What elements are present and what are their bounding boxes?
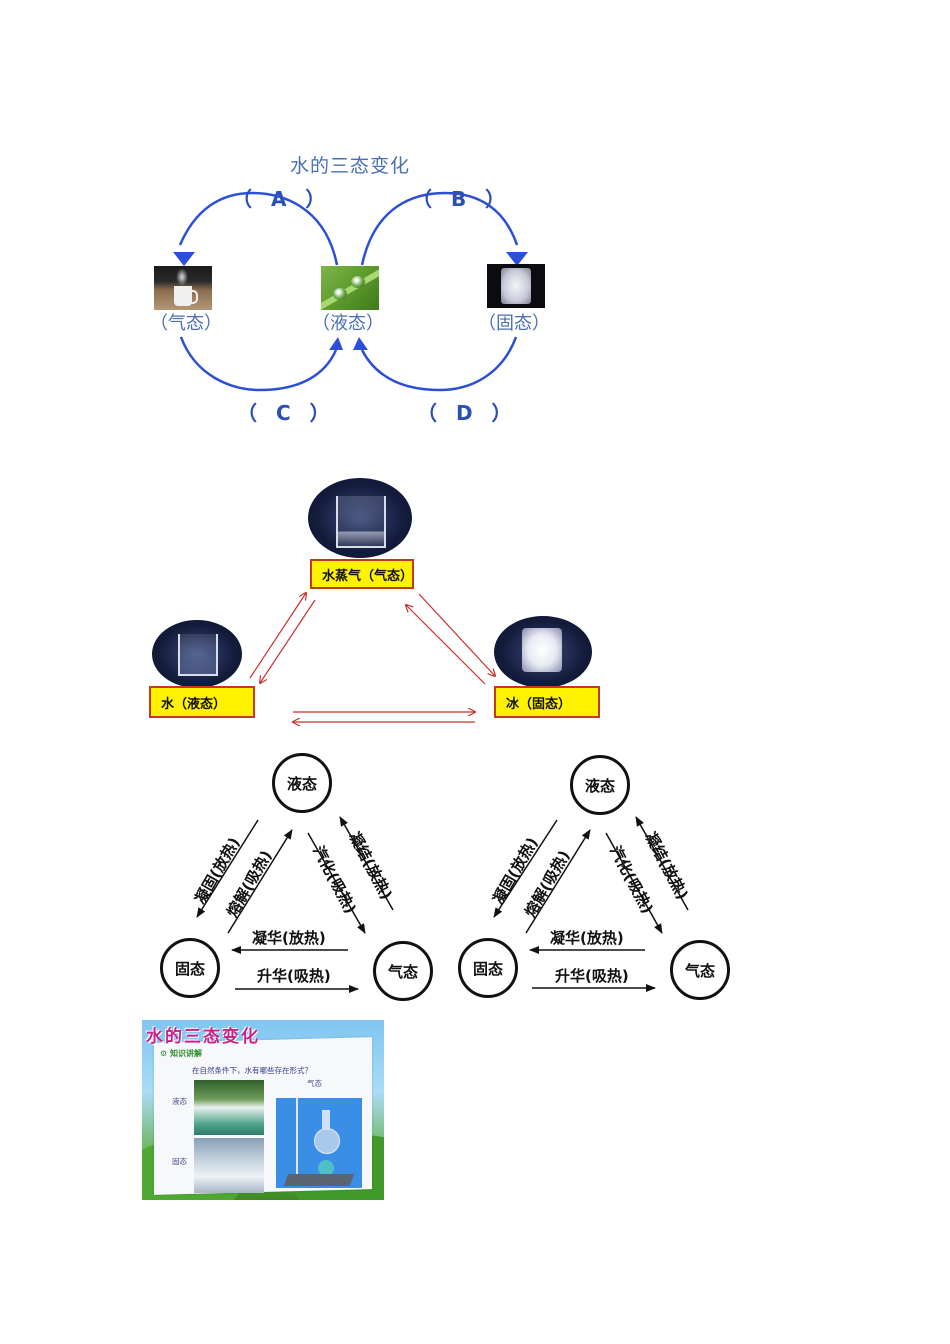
label-deposition: 凝华(放热) — [252, 929, 326, 947]
state-liquid-label: （液态） — [312, 313, 384, 334]
transition-arrows — [249, 470, 610, 740]
slide-label-liquid: 液态 — [172, 1097, 187, 1106]
phase-arrows-2 — [493, 816, 689, 992]
ice-block-image — [487, 264, 545, 308]
node-solid: 固态 — [458, 938, 518, 998]
box-ice-solid: 冰（固态） — [494, 686, 600, 718]
arrow-c — [179, 336, 338, 392]
box-water-vapor: 水蒸气（气态） — [310, 559, 414, 589]
label-a: （ A ） — [232, 187, 332, 211]
cycle-arrows — [173, 191, 528, 392]
arrow-a — [178, 191, 339, 266]
arrowhead-d — [353, 337, 368, 350]
arrow-ice-to-vapor — [406, 605, 486, 685]
arrow-vapor-to-liquid — [260, 599, 316, 683]
arrow-d — [360, 336, 518, 392]
state-solid-label: （固态） — [478, 313, 550, 334]
iceberg-image — [194, 1138, 264, 1193]
slide-label-solid: 固态 — [172, 1157, 187, 1166]
arrow-b — [360, 191, 519, 266]
slide-section: ⚙ 知识讲解 — [160, 1048, 202, 1059]
flask-apparatus-image — [276, 1098, 362, 1188]
ice-glass-image — [494, 616, 592, 688]
box-water-liquid: 水（液态） — [149, 686, 255, 718]
arrowhead-b — [506, 252, 528, 266]
water-droplet-leaf-image — [321, 266, 379, 310]
label-sublimation: 升华(吸热) — [555, 967, 629, 985]
label-b: （ B ） — [412, 187, 512, 211]
arrowhead-c — [329, 337, 343, 350]
label-sublimation: 升华(吸热) — [257, 967, 331, 985]
phase-arrows-1 — [196, 816, 394, 993]
state-gas-label: （气态） — [150, 313, 222, 334]
label-deposition: 凝华(放热) — [550, 929, 624, 947]
courseware-slide-image: 水的三态变化 ⚙ 知识讲解 在自然条件下，水有哪些存在形式？ 液态 固态 气态 — [142, 1020, 384, 1200]
label-c: （ C ） — [237, 401, 336, 425]
slide-title: 水的三态变化 — [146, 1027, 260, 1047]
arrow-liquid-to-vapor — [249, 593, 306, 679]
gear-icon: ⚙ — [160, 1049, 170, 1058]
water-vapor-glass-image — [308, 478, 412, 558]
water-three-states-cycle-diagram: 水的三态变化 （ A ） （ B ） （ C ） （ D ） （气态） （液态）… — [140, 145, 560, 425]
slide-question: 在自然条件下，水有哪些存在形式？ — [192, 1066, 312, 1075]
node-gas: 气态 — [670, 940, 730, 1000]
slide-section-label: 知识讲解 — [169, 1049, 202, 1058]
water-states-triangle-photo-diagram: 水蒸气（气态） 水（液态） 冰（固态） — [140, 470, 610, 740]
arrowhead-a — [173, 252, 195, 266]
node-liquid: 液态 — [272, 753, 332, 813]
arrow-vapor-to-ice — [418, 593, 495, 676]
label-d: （ D ） — [417, 401, 518, 425]
node-solid: 固态 — [160, 938, 220, 998]
phase-change-diagram-1: 液态 固态 气态 凝固(放热) 熔解(吸热) 汽化(吸热) 凝结(放热) 凝华(… — [140, 745, 440, 1015]
node-liquid: 液态 — [570, 755, 630, 815]
steaming-cup-image — [154, 266, 212, 310]
waterfall-image — [194, 1080, 264, 1135]
water-glass-image — [152, 620, 242, 688]
slide-label-gas: 气态 — [307, 1079, 322, 1088]
figure1-title: 水的三态变化 — [289, 155, 410, 177]
phase-change-diagram-2: 液态 固态 气态 凝固(放热) 熔解(吸热) 汽化(吸热) 凝结(放热) 凝华(… — [440, 745, 740, 1015]
node-gas: 气态 — [373, 941, 433, 1001]
